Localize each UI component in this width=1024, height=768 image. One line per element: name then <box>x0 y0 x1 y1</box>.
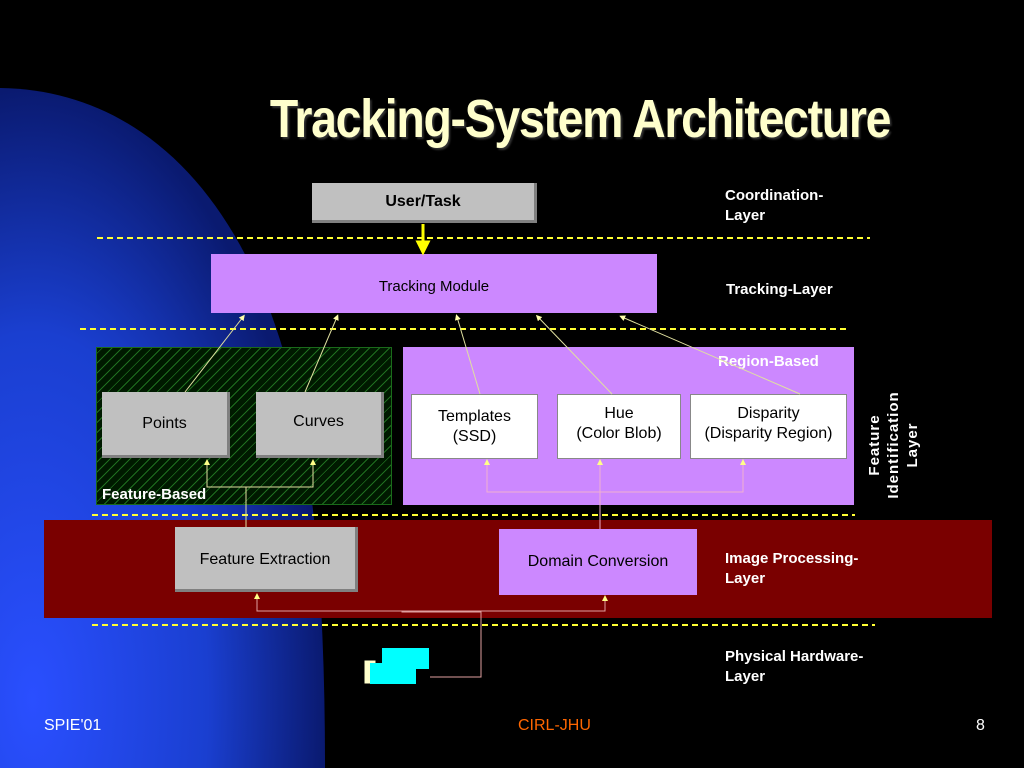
disparity-sublabel: (Disparity Region) <box>704 424 833 442</box>
templates-label: Templates <box>438 407 511 425</box>
hardware-camera-icon <box>363 648 429 685</box>
hue-sublabel: (Color Blob) <box>576 424 662 442</box>
layer-dividers <box>80 237 875 626</box>
curves-box: Curves <box>256 392 384 458</box>
feature-based-label: Feature-Based <box>102 486 207 503</box>
disparity-box: Disparity (Disparity Region) <box>690 394 847 459</box>
feature-extraction-box: Feature Extraction <box>175 527 358 592</box>
slide-title: Tracking-System Architecture <box>269 89 892 149</box>
domain-conversion-label: Domain Conversion <box>527 553 669 570</box>
region-based-label: Region-Based <box>718 353 819 370</box>
feature-identification-layer-label: Feature Identification Layer <box>866 391 921 499</box>
footer-center: CIRL-JHU <box>518 717 591 734</box>
footer-left: SPIE'01 <box>44 717 102 734</box>
slide-number: 8 <box>976 717 985 734</box>
domain-conversion-box: Domain Conversion <box>499 529 697 595</box>
templates-box: Templates (SSD) <box>411 394 538 459</box>
points-box: Points <box>102 392 230 458</box>
coordination-layer-label: Coordination- Layer <box>725 187 824 224</box>
image-processing-layer-label: Image Processing- Layer <box>725 550 859 587</box>
user-task-box: User/Task <box>312 183 537 223</box>
feature-extraction-label: Feature Extraction <box>199 551 331 568</box>
tracking-layer-label: Tracking-Layer <box>726 281 833 298</box>
user-task-label: User/Task <box>385 192 461 210</box>
disparity-label: Disparity <box>737 404 800 422</box>
physical-hardware-layer-label: Physical Hardware- Layer <box>725 648 864 685</box>
hue-label: Hue <box>604 404 634 422</box>
points-label: Points <box>142 414 187 432</box>
hue-box: Hue (Color Blob) <box>557 394 681 459</box>
tracking-module-box: Tracking Module <box>211 254 657 313</box>
tracking-module-label: Tracking Module <box>378 278 490 295</box>
curves-label: Curves <box>293 412 344 430</box>
templates-sublabel: (SSD) <box>452 427 497 445</box>
